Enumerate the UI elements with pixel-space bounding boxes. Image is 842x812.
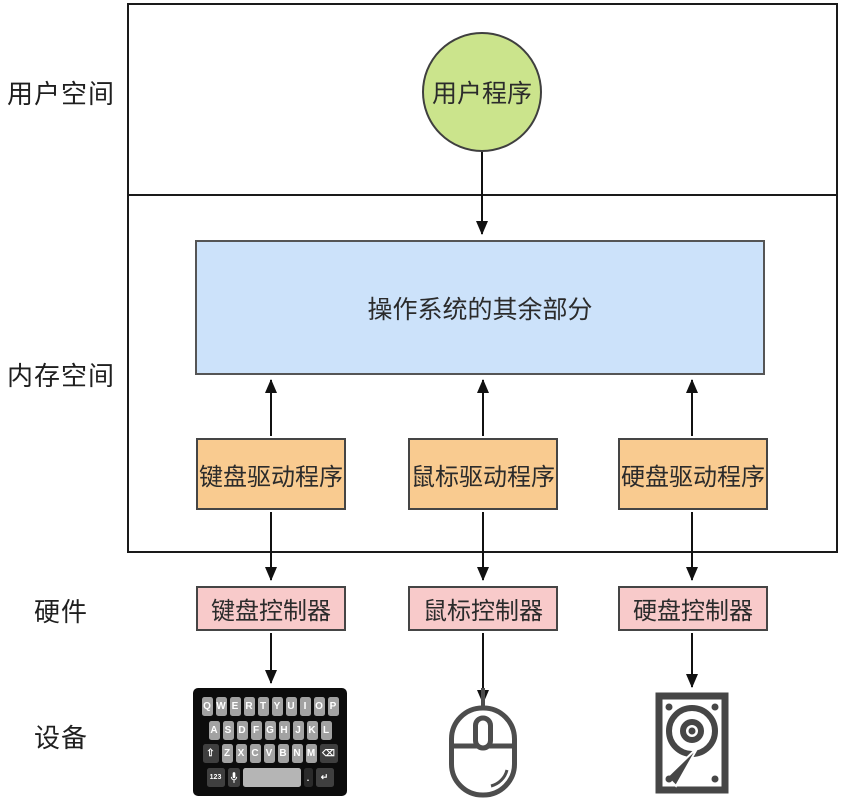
key-d: D (236, 720, 248, 740)
key-g: G (264, 720, 276, 740)
key-b: B (277, 744, 289, 764)
mouse-icon (447, 688, 519, 800)
shift-key-icon: ⇧ (202, 744, 219, 764)
key-i: I (299, 696, 311, 716)
key-m: M (305, 744, 317, 764)
key-y: Y (271, 696, 283, 716)
key-z: Z (221, 744, 233, 764)
space-key (242, 768, 301, 788)
label-user-space: 用户空间 (6, 79, 115, 109)
user-program-node: 用户程序 (422, 32, 542, 152)
key-r: R (243, 696, 255, 716)
key-k: K (306, 720, 318, 740)
mic-key-icon (227, 768, 240, 788)
numbers-key: 123 (206, 768, 225, 788)
key-t: T (257, 696, 269, 716)
backspace-key-icon: ⌫ (319, 744, 338, 764)
key-e: E (229, 696, 241, 716)
key-q: Q (201, 696, 213, 716)
key-j: J (292, 720, 304, 740)
period-key: . (303, 768, 313, 788)
mouse-controller-box: 鼠标控制器 (408, 586, 558, 631)
key-o: O (313, 696, 325, 716)
disk-controller-box: 硬盘控制器 (618, 586, 768, 631)
keyboard-controller-box: 键盘控制器 (196, 586, 346, 631)
key-n: N (291, 744, 303, 764)
space-divider (127, 194, 838, 196)
disk-driver-box: 硬盘驱动程序 (618, 438, 768, 510)
label-hardware: 硬件 (33, 597, 88, 627)
keyboard-driver-box: 键盘驱动程序 (196, 438, 346, 510)
label-device: 设备 (33, 723, 88, 753)
key-f: F (250, 720, 262, 740)
key-l: L (320, 720, 332, 740)
key-a: A (208, 720, 220, 740)
label-memory-space: 内存空间 (6, 361, 115, 391)
key-x: X (235, 744, 247, 764)
key-v: V (263, 744, 275, 764)
key-u: U (285, 696, 297, 716)
os-rest-box: 操作系统的其余部分 (195, 240, 765, 375)
key-s: S (222, 720, 234, 740)
return-key-icon: ↵ (315, 768, 334, 788)
mouse-driver-box: 鼠标驱动程序 (408, 438, 558, 510)
key-p: P (327, 696, 339, 716)
hard-disk-icon (655, 692, 729, 794)
key-h: H (278, 720, 290, 740)
key-w: W (215, 696, 227, 716)
key-c: C (249, 744, 261, 764)
